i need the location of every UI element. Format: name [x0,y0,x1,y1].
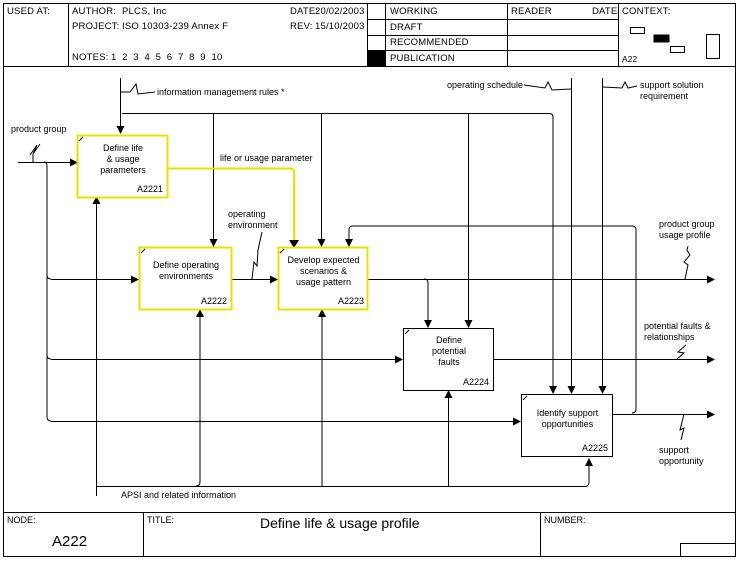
activity-label-line: Identify support [536,408,599,418]
activity-label-line: & usage [106,154,140,164]
arrow-label-support-solution-requirement-1: support solution [640,80,704,90]
notes-numbers: 1 2 3 4 5 6 7 8 9 10 [111,52,223,63]
activity-A2222[interactable]: Define operating environments [140,260,232,282]
activity-box-A2223 [277,246,369,311]
activity-label-line: Define operating [152,260,220,270]
activity-label-line: scenarios & [299,266,348,276]
context-label: CONTEXT: [622,6,671,17]
activity-label-line: Define life [102,143,144,153]
node-value: A222 [52,533,88,550]
arrow-label-operating-schedule: operating schedule [447,80,524,90]
activity-id-A2221: A2221 [137,184,164,194]
status-publication: PUBLICATION [390,53,455,64]
arrow-label-support-opportunity-2: opportunity [659,456,704,466]
activity-label-line: parameters [100,165,146,175]
arrow-label-life-or-usage-parameter: life or usage parameter [220,153,313,163]
activity-A2224[interactable]: Define potential faults [404,335,494,368]
publication-status-marker [368,51,385,66]
project-value: ISO 10303-239 Annex F [122,21,229,32]
context-node: A22 [622,54,638,64]
activity-label-line: Define [435,335,462,345]
activity-box-A2222 [138,246,233,311]
rev-label: REV: [290,21,313,32]
arrow-label-product-group: product group [11,124,67,134]
author-label: AUTHOR: [72,6,117,17]
activity-label-line: potential [431,346,467,356]
activity-A2223[interactable]: Develop expected scenarios & usage patte… [279,255,368,288]
reader-label: READER [511,6,552,17]
activity-id-A2225: A2225 [582,443,609,453]
arrow-label-product-group-usage-profile-2: usage profile [659,230,711,240]
activity-label-line: Develop expected [287,255,360,265]
arrow-label-product-group-usage-profile-1: product group [659,219,715,229]
arrow-label-operating-environment-1: operating [228,209,266,219]
arrow-label-potential-faults-1: potential faults & [644,321,711,331]
arrow-label-information-management-rules: information management rules * [157,87,285,97]
activity-label-line: environments [158,271,214,281]
node-label: NODE: [7,515,36,525]
number-label: NUMBER: [544,515,586,525]
activity-id-A2222: A2222 [201,296,228,306]
title-label: TITLE: [147,515,175,525]
activity-id-A2223: A2223 [338,296,365,306]
activity-id-A2224: A2224 [463,377,490,387]
activity-label-line: opportunities [541,419,594,429]
notes-label: NOTES: [72,52,109,63]
date-label: DATE: [290,6,319,17]
rev-value: 15/10/2003 [315,21,365,32]
arrow-label-support-solution-requirement-2: requirement [640,91,689,101]
arrow-label-support-opportunity-1: support [659,445,690,455]
arrow-label-potential-faults-2: relationships [644,332,695,342]
status-working: WORKING [390,6,438,17]
diagram-title: Define life & usage profile [260,515,420,531]
activity-box-A2221 [76,134,169,199]
arrow-label-apsi: APSI and related information [121,490,237,500]
author-value: PLCS, Inc [122,6,167,17]
status-draft: DRAFT [390,22,423,33]
arrow-label-operating-environment-2: environment [228,220,278,230]
date-value: 20/02/2003 [315,6,365,17]
activity-label-line: usage pattern [295,277,352,287]
activity-box-A2225 [521,394,613,457]
activity-label-line: faults [438,357,460,367]
status-recommended: RECOMMENDED [390,37,469,48]
activity-box-A2224 [403,328,494,391]
activity-A2221[interactable]: Define life & usage parameters [78,143,168,176]
activity-A2225[interactable]: Identify support opportunities [522,408,613,430]
project-label: PROJECT: [72,21,120,32]
used-at-label: USED AT: [7,6,51,17]
reader-date-label: DATE [592,6,618,17]
